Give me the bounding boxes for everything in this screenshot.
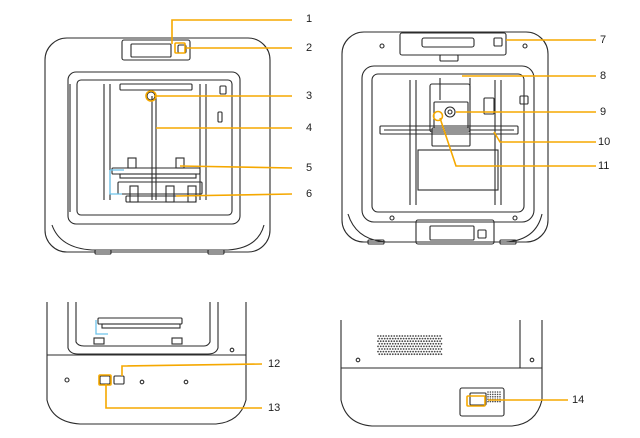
- rear-body: [341, 31, 549, 243]
- leader-1: [171, 19, 292, 44]
- callout-8: 8: [600, 70, 607, 82]
- callout-1: 1: [306, 13, 313, 25]
- leader-10: [493, 131, 596, 143]
- rear-view: [341, 31, 549, 245]
- callout-4: 4: [306, 122, 313, 134]
- extruder-nozzle: [146, 91, 156, 101]
- front-door-frame: [67, 71, 241, 225]
- leader-lines: [105, 19, 596, 409]
- callout-9: 9: [600, 106, 607, 118]
- vent-grille: [377, 335, 443, 356]
- callout-3: 3: [306, 90, 313, 102]
- leader-13: [105, 384, 262, 409]
- callout-7: 7: [600, 34, 607, 46]
- leader-6: [175, 193, 293, 197]
- callout-11: 11: [598, 160, 610, 172]
- callout-6: 6: [306, 188, 313, 200]
- rear-window: [361, 65, 535, 223]
- usb-port: [99, 375, 111, 385]
- lower-bed-accent: [95, 320, 108, 335]
- leader-5: [179, 165, 293, 169]
- front-body: [44, 37, 271, 253]
- front-view: [44, 37, 271, 255]
- leader-12: [121, 363, 263, 376]
- rear-lower-detail: [340, 320, 543, 427]
- front-bed-accent: [109, 169, 124, 195]
- front-lower-detail: [46, 302, 247, 425]
- callout-14: 14: [572, 394, 585, 406]
- callout-2: 2: [306, 42, 313, 54]
- leader-11: [439, 117, 596, 167]
- callout-12: 12: [268, 358, 281, 370]
- power-switch: [113, 375, 125, 385]
- front-top-screen: [121, 39, 191, 61]
- rear-bottom-panel: [415, 219, 495, 245]
- callout-13: 13: [268, 402, 281, 414]
- callout-10: 10: [598, 136, 611, 148]
- callout-5: 5: [306, 162, 313, 174]
- leader-markers: [98, 42, 486, 407]
- power-socket: [459, 387, 505, 417]
- rear-extruder: [429, 83, 471, 133]
